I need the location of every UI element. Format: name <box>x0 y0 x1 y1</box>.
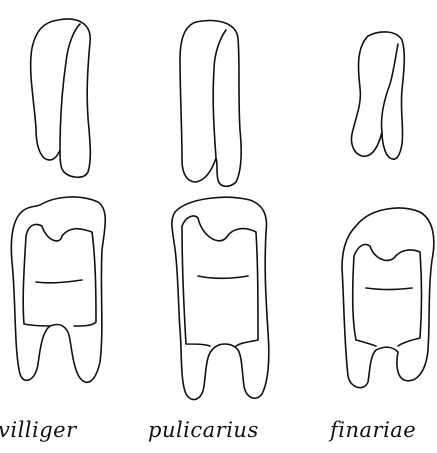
specimen-villiger <box>11 19 105 382</box>
enamel-outline-finariae <box>353 244 422 346</box>
specimen-pulicarius <box>172 21 269 400</box>
mid-ridge-finariae <box>366 288 412 290</box>
occlusal-view-tooth-villiger <box>11 197 105 382</box>
mid-ridge-villiger <box>36 280 82 283</box>
label-pulicarius: pulicarius <box>148 418 259 442</box>
specimen-finariae <box>342 32 434 388</box>
side-view-tooth-pulicarius <box>180 21 241 187</box>
occlusal-view-tooth-pulicarius <box>172 197 269 399</box>
enamel-outline-pulicarius <box>182 216 258 346</box>
label-villiger: villiger <box>0 418 77 442</box>
mid-ridge-pulicarius <box>198 276 248 278</box>
side-view-tooth-villiger <box>31 19 91 177</box>
label-finariae: finariae <box>330 418 416 442</box>
enamel-outline-villiger <box>23 224 96 326</box>
side-view-tooth-finariae <box>351 32 404 159</box>
occlusal-view-tooth-finariae <box>342 208 434 388</box>
